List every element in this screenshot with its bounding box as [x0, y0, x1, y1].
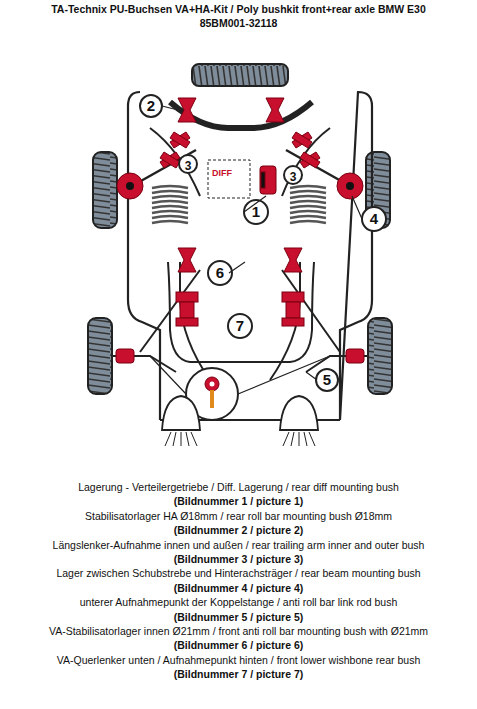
title: TA-Technix PU-Buchsen VA+HA-Kit / Poly b…	[0, 3, 477, 15]
caption-line: VA-Stabilisatorlager innen Ø21mm / front…	[0, 625, 477, 637]
callout-number: 1	[245, 201, 267, 223]
callout-number: 7	[229, 315, 251, 337]
light-ray	[173, 432, 176, 446]
coil-spring	[152, 206, 188, 208]
callout-number: 3	[282, 166, 304, 188]
caption-line: (Bildnummer 6 / picture 6)	[0, 639, 477, 651]
callout-number: 5	[316, 369, 338, 391]
caption-line: unterer Aufnahmepunkt der Koppelstange /…	[0, 596, 477, 608]
caption-line: (Bildnummer 7 / picture 7)	[0, 668, 477, 680]
coil-spring	[152, 186, 188, 188]
coil-spring	[290, 201, 326, 203]
light-ray	[186, 432, 189, 446]
caption-line: Stabilisatorlager HA Ø18mm / rear roll b…	[0, 510, 477, 522]
coil-spring	[290, 216, 326, 218]
part-number: 85BM001-32118	[0, 17, 477, 29]
coil-spring	[290, 186, 326, 188]
coil-spring	[290, 221, 326, 223]
callout-number: 4	[363, 208, 385, 230]
caption-line: (Bildnummer 4 / picture 4)	[0, 582, 477, 594]
coil-spring	[152, 216, 188, 218]
callout-number: 6	[209, 262, 231, 284]
light-ray	[299, 432, 300, 446]
light-ray	[191, 432, 197, 446]
coil-spring	[290, 206, 326, 208]
caption-line: Lager zwischen Schubstrebe und Hinterach…	[0, 567, 477, 579]
caption-line: Lagerung - Verteilergetriebe / Diff. Lag…	[0, 481, 477, 493]
caption-line: (Bildnummer 5 / picture 5)	[0, 611, 477, 623]
caption-line: VA-Querlenker unten / Aufnahmepunkt hint…	[0, 654, 477, 666]
caption-line: (Bildnummer 1 / picture 1)	[0, 495, 477, 507]
callout-number: 2	[140, 95, 162, 117]
coil-spring	[290, 196, 326, 198]
coil-spring	[290, 191, 326, 193]
caption-line: (Bildnummer 2 / picture 2)	[0, 524, 477, 536]
caption-line: Längslenker-Aufnahme innen und außen / r…	[0, 539, 477, 551]
coil-spring	[152, 211, 188, 213]
coil-spring	[152, 191, 188, 193]
coil-spring	[290, 211, 326, 213]
coil-spring	[152, 221, 188, 223]
light-ray	[181, 432, 182, 446]
light-ray	[283, 432, 289, 446]
part-label: DIFF	[212, 168, 232, 178]
light-ray	[309, 432, 315, 446]
coil-spring	[152, 201, 188, 203]
light-ray	[291, 432, 294, 446]
coil-spring	[152, 196, 188, 198]
light-ray	[304, 432, 307, 446]
callout-number: 3	[177, 155, 199, 177]
caption-line: (Bildnummer 3 / picture 3)	[0, 553, 477, 565]
light-ray	[165, 432, 171, 446]
